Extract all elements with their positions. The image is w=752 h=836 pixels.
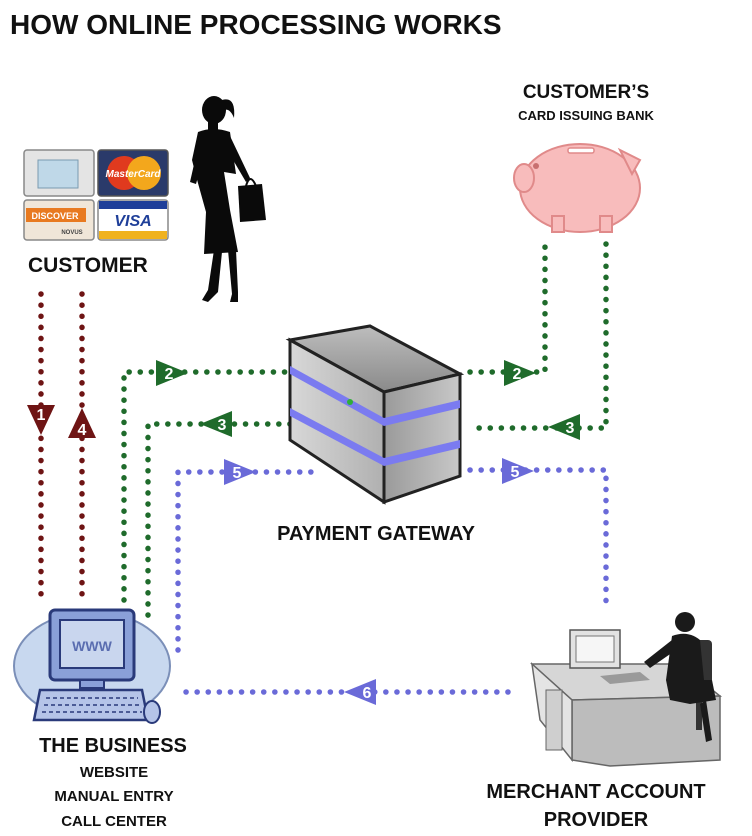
svg-text:5: 5 (233, 465, 242, 482)
payment-gateway-server-icon (285, 324, 465, 505)
step-3-badge-right: 3 (548, 414, 580, 440)
bank-label-line2: CARD ISSUING BANK (518, 108, 654, 123)
svg-text:2: 2 (513, 366, 522, 383)
customer-silhouette-icon (190, 96, 266, 302)
business-sublabel-manual-entry: MANUAL ENTRY (54, 788, 173, 805)
step-4-badge: 4 (68, 408, 96, 439)
visa-card-icon: VISA (97, 199, 169, 241)
merchant-label-line2: PROVIDER (544, 809, 649, 831)
svg-text:3: 3 (566, 420, 575, 437)
step-5-path-left (175, 469, 319, 653)
svg-text:3: 3 (218, 417, 227, 434)
amex-card-icon (23, 149, 95, 197)
step-6-badge: 6 (344, 679, 376, 705)
step-1-badge: 1 (27, 405, 55, 435)
bank-label-line1: CUSTOMER’S (523, 82, 649, 103)
svg-text:MasterCard: MasterCard (105, 169, 161, 180)
credit-cards: MasterCard DISCOVER NOVUS VISA (23, 149, 169, 241)
business-label: THE BUSINESS (39, 735, 187, 757)
merchant-office-icon (530, 612, 723, 767)
step-5-path-right (467, 467, 609, 613)
svg-text:5: 5 (511, 464, 520, 481)
step-2-badge-right: 2 (504, 360, 536, 386)
svg-text:WWW: WWW (72, 638, 112, 654)
svg-text:1: 1 (37, 407, 46, 424)
mastercard-card-icon: MasterCard (97, 149, 169, 197)
step-5-badge-right: 5 (502, 458, 534, 484)
step-3-path-right (467, 241, 609, 431)
gateway-label: PAYMENT GATEWAY (277, 523, 475, 545)
customer-label: CUSTOMER (28, 254, 148, 277)
step-3-path-left (145, 421, 293, 621)
business-sublabel-website: WEBSITE (80, 764, 148, 781)
step-2-path-right (467, 241, 548, 375)
step-3-badge-left: 3 (200, 411, 232, 437)
svg-text:2: 2 (165, 366, 174, 383)
svg-text:DISCOVER: DISCOVER (31, 211, 79, 221)
piggy-bank-icon (513, 143, 642, 233)
step-5-badge-left: 5 (224, 459, 256, 485)
step-2-path-left (121, 369, 293, 603)
business-sublabel-call-center: CALL CENTER (61, 813, 167, 830)
step-2-badge-left: 2 (156, 360, 188, 386)
merchant-label-line1: MERCHANT ACCOUNT (486, 781, 705, 803)
svg-text:6: 6 (363, 685, 372, 702)
svg-text:VISA: VISA (114, 213, 151, 230)
page-title: HOW ONLINE PROCESSING WORKS (10, 9, 502, 40)
discover-card-icon: DISCOVER NOVUS (23, 199, 95, 241)
svg-text:4: 4 (78, 422, 87, 439)
svg-text:NOVUS: NOVUS (61, 230, 82, 236)
business-computer-icon: WWW (13, 608, 171, 724)
